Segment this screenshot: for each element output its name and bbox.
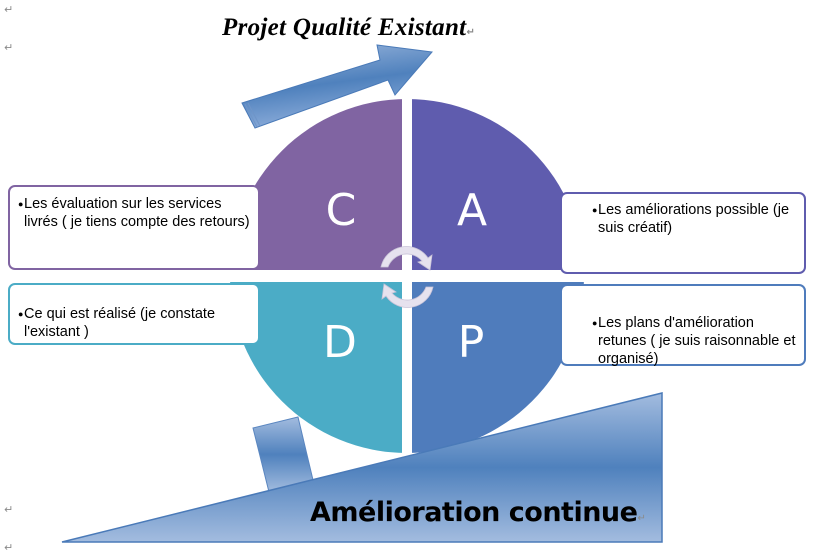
title-text: Projet Qualité Existant — [222, 14, 467, 41]
description-text-d: Ce qui est réalisé (je constate l'exista… — [24, 306, 216, 340]
quadrant-letter-a: A — [457, 185, 487, 236]
paragraph-mark-icon: ↵ — [4, 503, 14, 516]
footer-label-text: Amélioration continue — [310, 497, 638, 528]
bullet-icon: ● — [592, 318, 598, 328]
paragraph-mark-icon: ↵ — [4, 41, 14, 54]
pdca-circle — [230, 99, 584, 453]
quadrant-letter-p: P — [458, 317, 485, 368]
quadrant-letter-c: C — [326, 185, 357, 236]
diagram-title: Projet Qualité Existant↵ — [222, 14, 475, 42]
support-block — [252, 416, 314, 493]
improvement-ramp — [61, 392, 663, 543]
bullet-icon: ● — [592, 205, 598, 215]
paragraph-mark-icon: ↵ — [4, 3, 14, 16]
paragraph-mark-icon: ↵ — [637, 513, 646, 524]
description-box-a: ●Les améliorations possible (je suis cré… — [560, 192, 806, 274]
upward-arrow-icon — [241, 44, 433, 129]
description-box-d: ●Ce qui est réalisé (je constate l'exist… — [8, 283, 260, 345]
description-text-a: Les améliorations possible (je suis créa… — [598, 202, 790, 236]
paragraph-mark-icon: ↵ — [466, 27, 476, 38]
description-box-c: ●Les évaluation sur les services livrés … — [8, 185, 260, 270]
description-text-c: Les évaluation sur les services livrés (… — [24, 196, 250, 230]
quadrant-letter-d: D — [323, 317, 357, 368]
bullet-icon: ● — [18, 199, 24, 209]
description-text-p: Les plans d'amélioration retunes ( je su… — [598, 315, 796, 367]
continuous-improvement-label: Amélioration continue↵ — [310, 497, 646, 528]
description-box-p: ●Les plans d'amélioration retunes ( je s… — [560, 284, 806, 367]
rotate-cycle-icon — [380, 246, 434, 308]
bullet-icon: ● — [18, 309, 24, 319]
paragraph-mark-icon: ↵ — [4, 541, 14, 554]
